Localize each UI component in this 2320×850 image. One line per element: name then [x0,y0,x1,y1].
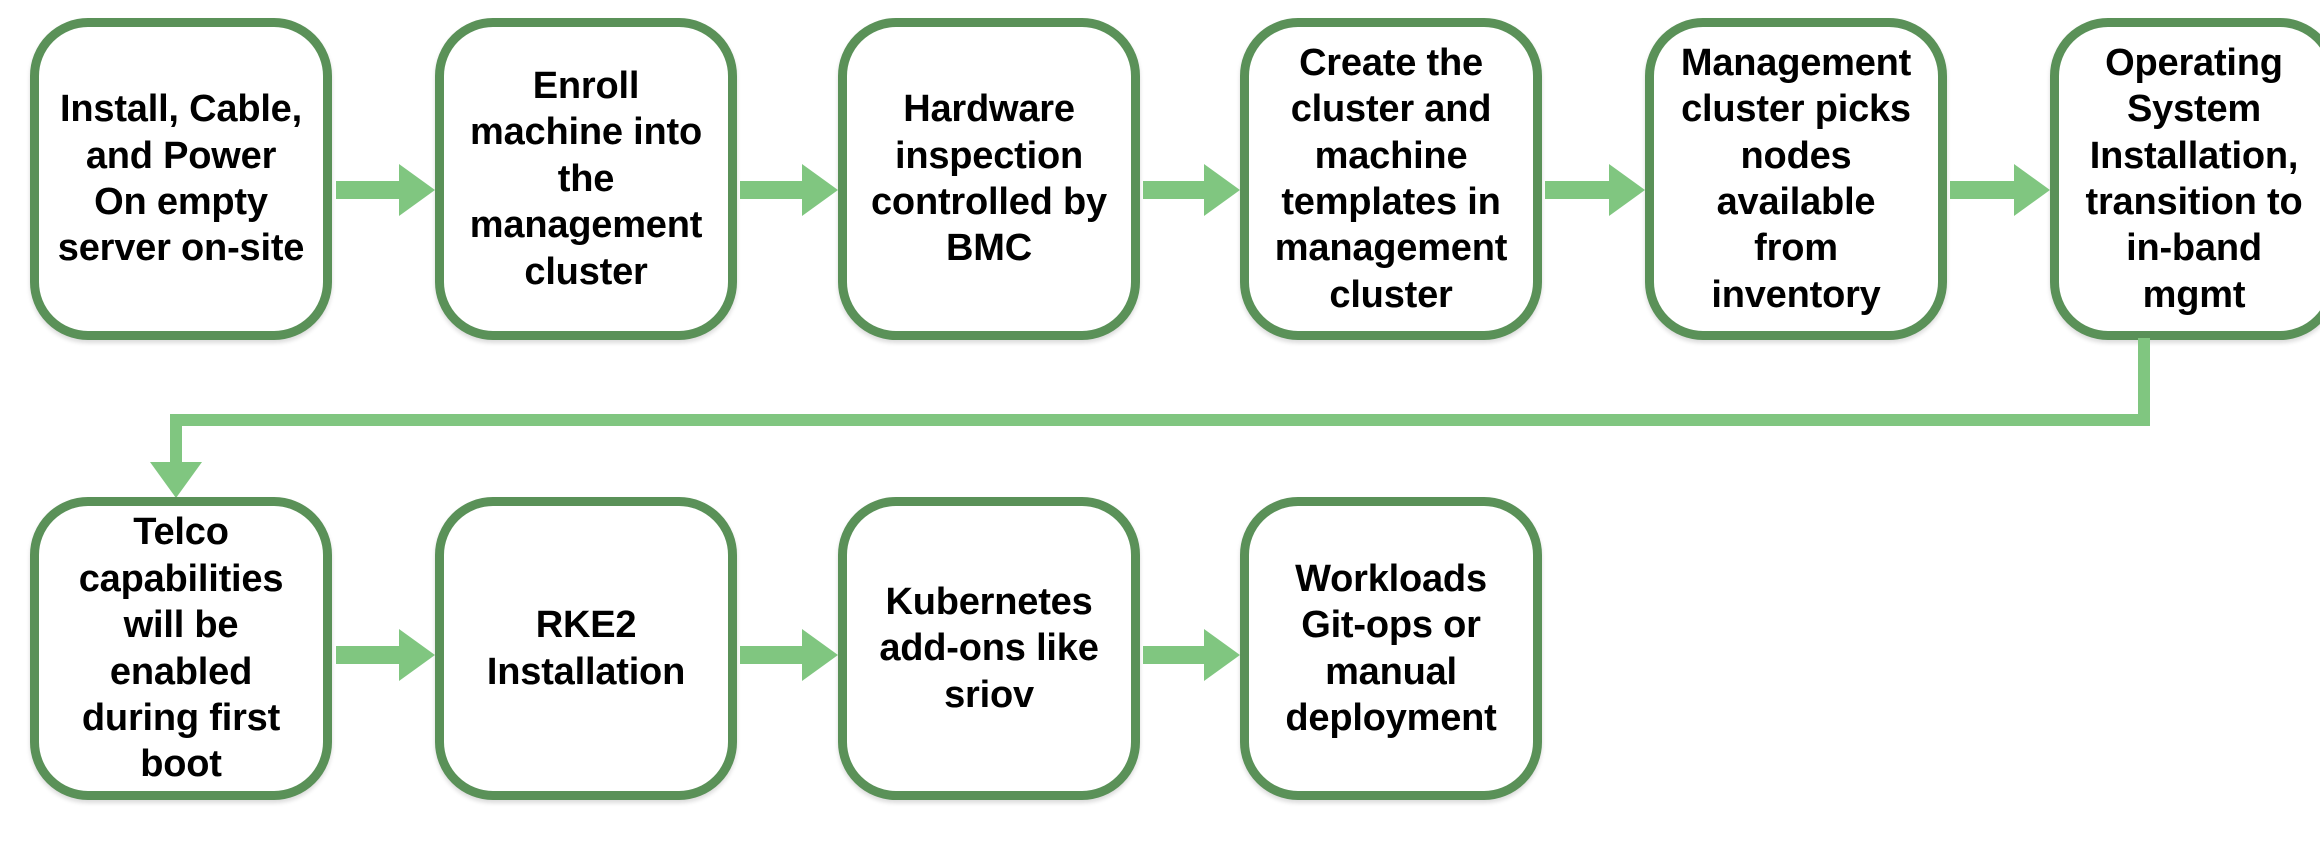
arrow-shaft [740,181,802,199]
arrow-head-icon [802,629,838,681]
flow-node-workloads-gitops[interactable]: Workloads Git-ops or manual deployment [1240,497,1542,800]
flow-connector-wrap-vertical-right [2138,338,2150,426]
flow-node-label: Operating System Installation, transitio… [2085,41,2303,316]
arrow-shaft [740,646,802,664]
arrow-head-icon [1204,629,1240,681]
flow-node-os-installation[interactable]: Operating System Installation, transitio… [2050,18,2320,340]
arrow-head-icon [399,164,435,216]
arrow-shaft [1545,181,1609,199]
flow-node-telco-capabilities[interactable]: Telco capabilities will be enabled durin… [30,497,332,800]
flow-node-label: Enroll machine into the management clust… [469,65,703,293]
arrow-head-icon [1204,164,1240,216]
arrow-shaft [1143,646,1204,664]
flow-node-label: Create the cluster and machine templates… [1274,41,1508,316]
flow-node-label: Kubernetes add-ons like sriov [879,580,1099,716]
flow-node-install-cable-power-on[interactable]: Install, Cable, and Power On empty serve… [30,18,332,340]
flow-node-enroll-machine[interactable]: Enroll machine into the management clust… [435,18,737,340]
flow-node-management-cluster-picks-nodes[interactable]: Management cluster picks nodes available… [1645,18,1947,340]
arrow-head-icon [802,164,838,216]
flow-connector-wrap-horizontal [170,414,2150,426]
flow-node-label: RKE2 Installation [486,604,686,693]
flow-node-label: Management cluster picks nodes available… [1680,41,1912,316]
flow-node-label: Workloads Git-ops or manual deployment [1285,557,1497,739]
arrow-head-icon [2014,164,2050,216]
flow-connector-arrow-head-icon [150,462,202,498]
arrow-head-icon [1609,164,1645,216]
arrow-shaft [336,646,399,664]
arrow-shaft [1143,181,1204,199]
arrow-head-icon [399,629,435,681]
flow-node-rke2-installation[interactable]: RKE2 Installation [435,497,737,800]
flow-connector-wrap-vertical-left [170,414,182,464]
arrow-shaft [1950,181,2014,199]
flow-node-kubernetes-addons[interactable]: Kubernetes add-ons like sriov [838,497,1140,800]
flow-node-label: Install, Cable, and Power On empty serve… [57,88,305,270]
flow-node-label: Hardware inspection controlled by BMC [871,88,1107,270]
flow-node-hardware-inspection[interactable]: Hardware inspection controlled by BMC [838,18,1140,340]
arrow-shaft [336,181,399,199]
flow-node-label: Telco capabilities will be enabled durin… [78,511,284,786]
flow-node-create-cluster-templates[interactable]: Create the cluster and machine templates… [1240,18,1542,340]
